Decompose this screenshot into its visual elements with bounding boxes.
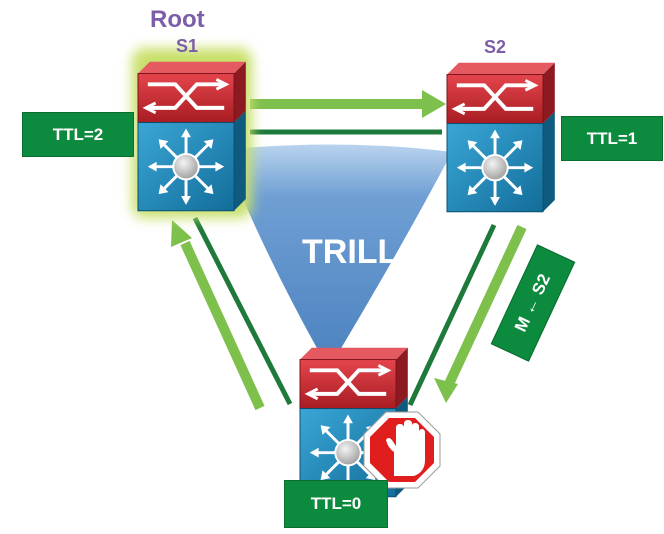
trill-label: TRILL [302, 233, 399, 271]
trill-cloud [222, 144, 452, 354]
switch-s2-icon [445, 60, 557, 214]
link-s3-s1-dark [192, 216, 293, 406]
switch-s1-icon [136, 59, 248, 213]
switch-s1-label: S1 [176, 36, 199, 56]
stop-sign-icon [363, 411, 441, 489]
ttl-box-s2: TTL=1 [561, 116, 663, 161]
root-label: Root [150, 6, 205, 33]
link-s2-s3-dark [407, 223, 497, 407]
ttl-box-s1: TTL=2 [22, 112, 134, 157]
arrow-s2-to-s3 [434, 224, 527, 403]
switch-s2-label: S2 [484, 37, 507, 57]
arrow-s1-to-s2 [250, 90, 446, 118]
ttl-box-s3: TTL=0 [284, 480, 388, 528]
arrow-s3-to-s1 [171, 220, 265, 411]
